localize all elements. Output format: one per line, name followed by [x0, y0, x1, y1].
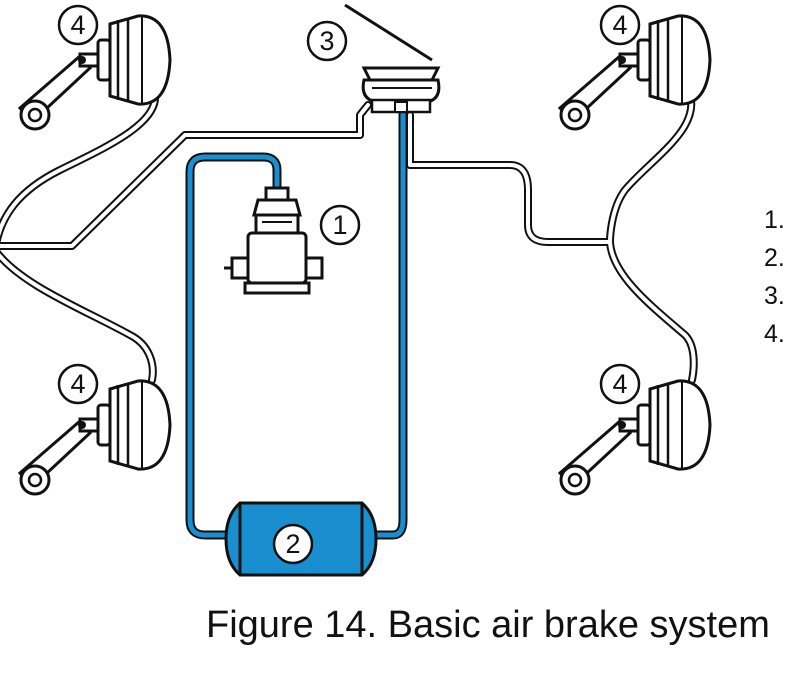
legend-item-2: 2. [764, 244, 785, 272]
callout-chamber-bottom-left: 4 [57, 363, 99, 405]
callout-compressor: 1 [319, 204, 361, 246]
svg-text:1: 1 [332, 210, 347, 240]
svg-text:4: 4 [612, 369, 627, 399]
svg-text:3: 3 [319, 26, 334, 56]
legend-item-1: 1. [764, 206, 785, 234]
svg-text:4: 4 [70, 369, 85, 399]
service-air-lines [0, 91, 698, 384]
callout-chamber-top-right: 4 [599, 4, 641, 46]
legend: 1. 2. 3. 4. [764, 206, 785, 348]
svg-text:4: 4 [70, 10, 85, 40]
compressor-icon [224, 186, 324, 295]
svg-text:4: 4 [612, 10, 627, 40]
callout-chamber-bottom-right: 4 [599, 363, 641, 405]
svg-text:2: 2 [285, 529, 300, 559]
legend-item-3: 3. [764, 282, 785, 310]
supply-air-lines [185, 107, 408, 540]
brake-chamber-bottom-right-icon [558, 379, 712, 496]
callout-reservoir: 2 [272, 523, 314, 565]
brake-chamber-bottom-left-icon [18, 379, 172, 496]
callout-brake-valve: 3 [306, 20, 348, 62]
brake-valve-icon [344, 3, 441, 114]
callout-chamber-top-left: 4 [57, 4, 99, 46]
figure-caption: Figure 14. Basic air brake system [206, 604, 770, 646]
legend-item-4: 4. [764, 320, 785, 348]
